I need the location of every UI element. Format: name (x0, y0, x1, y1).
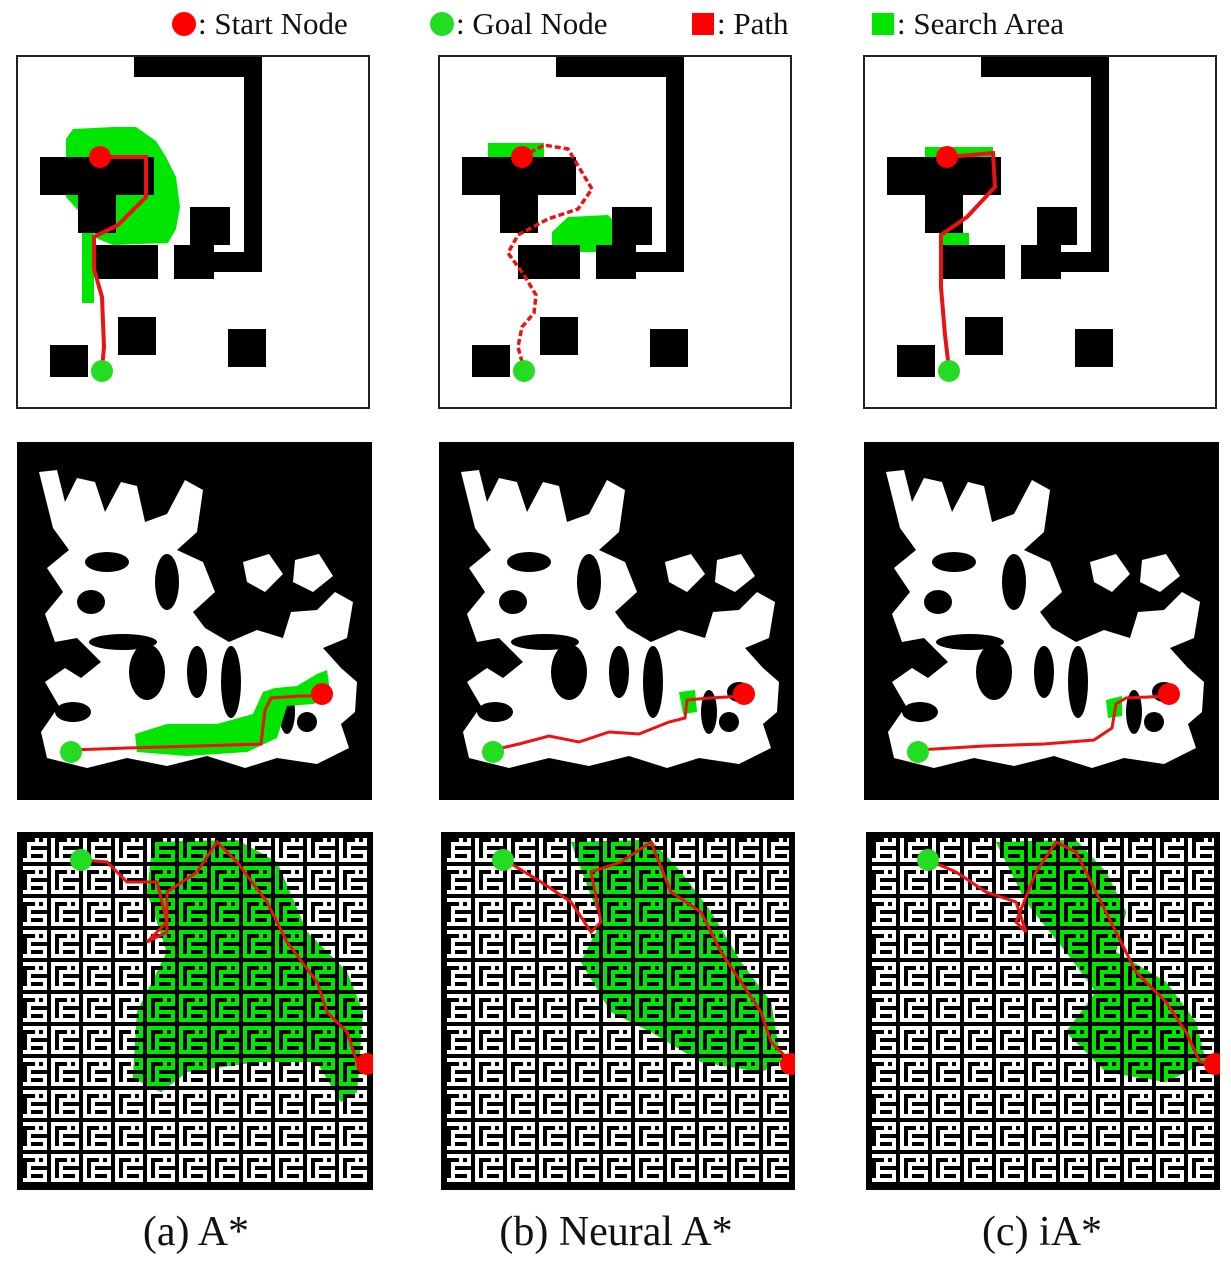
panel-b-row3 (441, 832, 795, 1190)
search-area (135, 670, 331, 756)
legend-search: : Search Area (872, 4, 1064, 44)
path-line (939, 150, 998, 370)
path-line (504, 839, 793, 1064)
panel-b-row1 (438, 55, 792, 409)
start-node (1158, 683, 1180, 705)
path-line (505, 143, 595, 370)
start-node (1204, 1053, 1220, 1075)
legend: : Start Node : Goal Node : Path : Search… (0, 0, 1231, 50)
path-line (492, 694, 746, 752)
panel-c-row2 (864, 442, 1219, 800)
legend-goal: : Goal Node (430, 4, 608, 44)
search-area (571, 840, 781, 1072)
free-space (886, 470, 1204, 768)
panel-a-row2 (17, 442, 372, 800)
path-line (917, 694, 1171, 752)
path-swatch-icon (692, 13, 714, 35)
goal-node (91, 360, 113, 382)
panel-a-row3 (17, 832, 373, 1190)
irregular-map-a (17, 442, 372, 800)
start-node (89, 146, 111, 168)
goal-node (917, 849, 939, 871)
legend-goal-label: : Goal Node (456, 6, 608, 41)
goal-node (70, 849, 92, 871)
path-line (92, 155, 148, 370)
grid-map-rect-b (440, 57, 790, 407)
obstacles (887, 57, 1113, 377)
goal-node (513, 360, 535, 382)
goal-node-marker-icon (430, 12, 454, 36)
legend-path-label: : Path (717, 6, 789, 41)
maze-map-b (447, 838, 795, 1184)
grid-map-rect-a (18, 57, 368, 407)
start-node (311, 683, 333, 705)
grid-map-rect-c (865, 57, 1215, 407)
goal-node (907, 741, 929, 763)
start-node (780, 1053, 795, 1075)
irregular-map-c (864, 442, 1219, 800)
obstacles (55, 552, 329, 734)
goal-node (938, 360, 960, 382)
caption-c: (c) iA* (981, 1209, 1103, 1255)
goal-node (60, 741, 82, 763)
caption-b: (b) Neural A* (499, 1209, 733, 1255)
maze-map-c (872, 838, 1220, 1184)
path-line (70, 694, 323, 752)
panel-c-row3 (866, 832, 1220, 1190)
free-space (461, 470, 779, 768)
path-line (927, 840, 1217, 1066)
legend-start-label: : Start Node (198, 6, 348, 41)
search-area-swatch-icon (872, 13, 894, 35)
start-node-marker-icon (172, 12, 196, 36)
maze-map-a (23, 838, 373, 1184)
goal-node (492, 849, 514, 871)
caption-a: (a) A* (142, 1209, 250, 1255)
start-node (511, 146, 533, 168)
irregular-map-b (439, 442, 794, 800)
legend-path: : Path (692, 4, 788, 44)
panel-a-row1 (16, 55, 370, 409)
obstacles (902, 552, 1176, 734)
search-area (996, 840, 1206, 1082)
start-node (936, 146, 958, 168)
search-area (133, 840, 363, 1102)
panel-b-row2 (439, 442, 794, 800)
panel-c-row1 (863, 55, 1217, 409)
legend-search-label: : Search Area (897, 6, 1064, 41)
start-node (356, 1053, 373, 1075)
path-line (82, 839, 367, 1064)
goal-node (482, 741, 504, 763)
legend-start: : Start Node (172, 4, 348, 44)
start-node (733, 683, 755, 705)
obstacles (462, 57, 688, 377)
